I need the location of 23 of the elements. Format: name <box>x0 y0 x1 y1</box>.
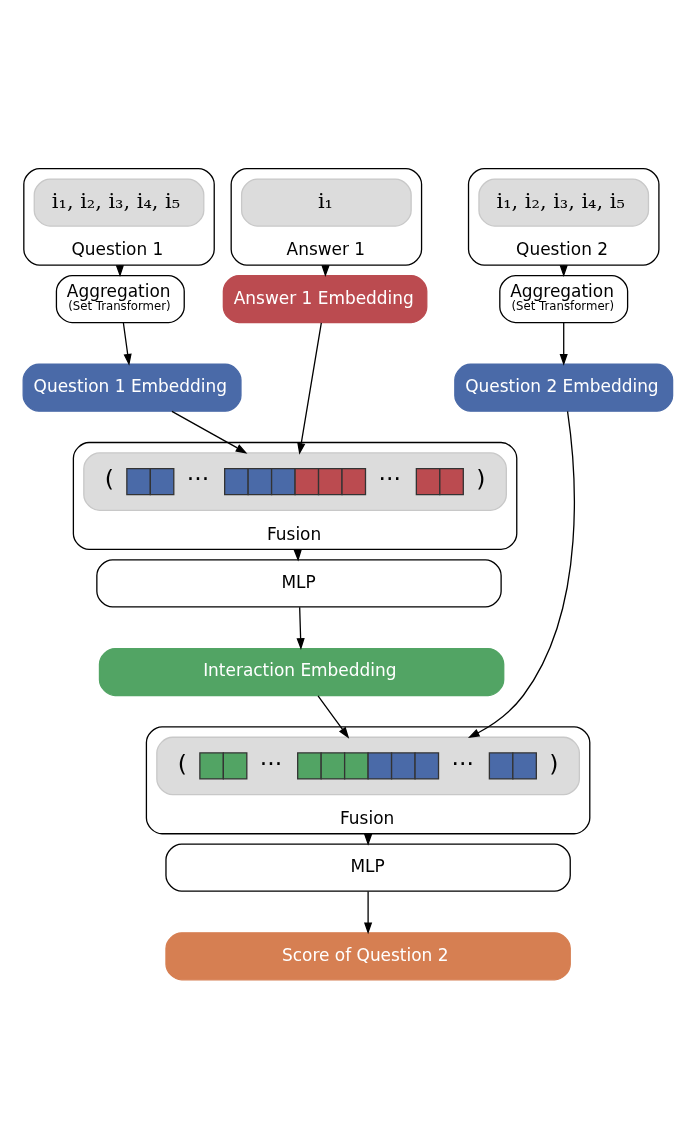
arrow <box>296 606 305 650</box>
arrow <box>364 890 373 934</box>
arrow <box>122 321 132 366</box>
arrow <box>317 694 350 739</box>
node-box: i₁, i₂, i₃, i₄, i₅ <box>33 177 205 227</box>
node-box: Question 2 Embedding <box>454 363 674 412</box>
node-box: Aggregation (Set Transformer) <box>499 274 629 323</box>
arrow <box>297 321 322 455</box>
node-box: ( ··· ··· ) <box>156 736 580 795</box>
node-box: i₁ <box>240 177 412 227</box>
arrow <box>171 410 248 454</box>
node-box: MLP <box>165 843 571 892</box>
node-box: MLP <box>96 558 502 607</box>
arrow <box>467 410 575 738</box>
node-box: Interaction Embedding <box>98 647 505 696</box>
node-box: Question 1 Embedding <box>22 363 242 412</box>
arrow <box>293 549 302 562</box>
node-box: ( ··· ··· ) <box>83 451 507 511</box>
node-box: Score of Question 2 <box>165 931 571 980</box>
node-box: Answer 1 Embedding <box>222 274 428 323</box>
arrow <box>559 321 568 366</box>
node-box: i₁, i₂, i₃, i₄, i₅ <box>478 177 650 227</box>
node-box: Aggregation (Set Transformer) <box>55 274 185 323</box>
